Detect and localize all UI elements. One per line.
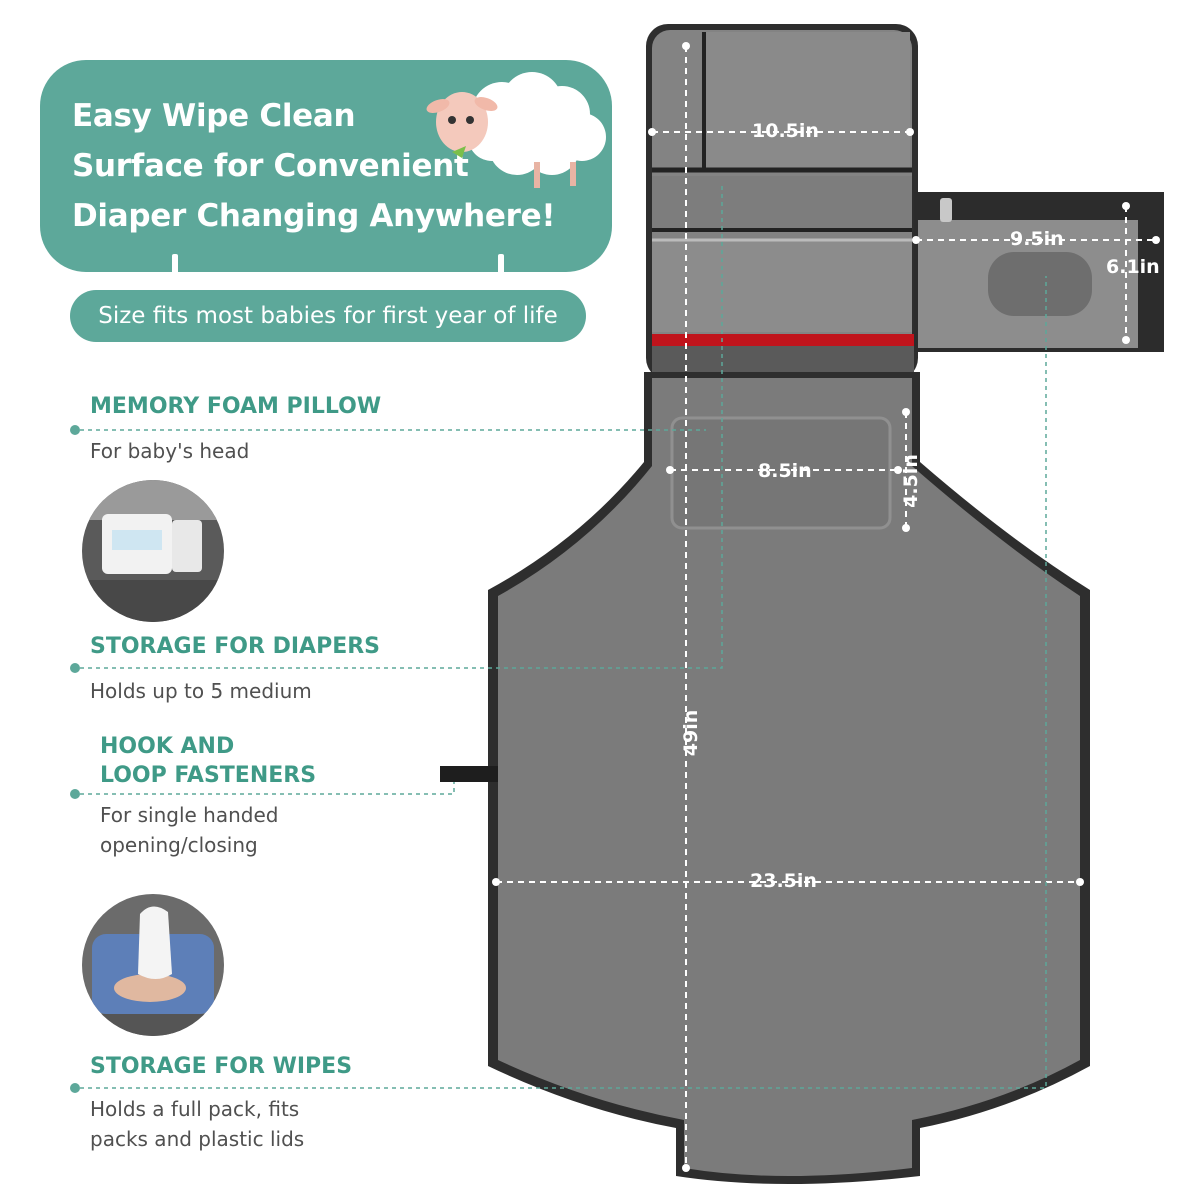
mesh-pocket-top [704,32,910,168]
wipes-photo [82,894,224,1036]
diaper-photo [82,480,224,622]
feature-desc-diapers: Holds up to 5 medium [90,679,312,703]
connector-tick [498,254,504,296]
headline-line-3: Diaper Changing Anywhere! [72,198,556,234]
measure-mat-width: 23.5in [750,870,817,892]
fastener-tab [440,766,498,782]
headline-line-2: Surface for Convenient [72,148,469,184]
feature-title-fasteners-1: HOOK AND [100,734,235,759]
feature-title-diapers: STORAGE FOR DIAPERS [90,634,381,659]
measure-top-width: 10.5in [752,120,819,142]
measure-wipes-height: 6.1in [1106,256,1160,278]
measure-pillow-width: 8.5in [758,460,812,482]
feature-title-pillow: MEMORY FOAM PILLOW [90,394,382,419]
measure-pillow-height: 4.5in [899,454,922,508]
feature-title-wipes: STORAGE FOR WIPES [90,1054,353,1079]
feature-desc-wipes-1: Holds a full pack, fits [90,1097,300,1121]
subline-pill [70,290,586,342]
callout-dot [70,425,80,435]
callout-dot [70,789,80,799]
feature-title-fasteners-2: LOOP FASTENERS [100,763,317,788]
mat-surface [498,378,1080,1176]
measure-wipes-width: 9.5in [1010,228,1064,250]
feature-desc-pillow: For baby's head [90,439,250,463]
callout-dot [70,663,80,673]
wipes-opening [988,252,1092,316]
zipper-stripe [652,334,914,346]
feature-desc-wipes-2: packs and plastic lids [90,1127,305,1151]
sheep-icon [426,72,606,188]
connector-tick [172,254,178,296]
mesh-pocket-bottom [652,240,912,332]
subline-text: Size fits most babies for first year of … [98,303,558,329]
measure-length: 49in [680,709,703,757]
feature-desc-fasteners-1: For single handed [100,803,279,827]
feature-desc-fasteners-2: opening/closing [100,833,258,857]
callout-dot [70,1083,80,1093]
headline-line-1: Easy Wipe Clean [72,98,356,134]
